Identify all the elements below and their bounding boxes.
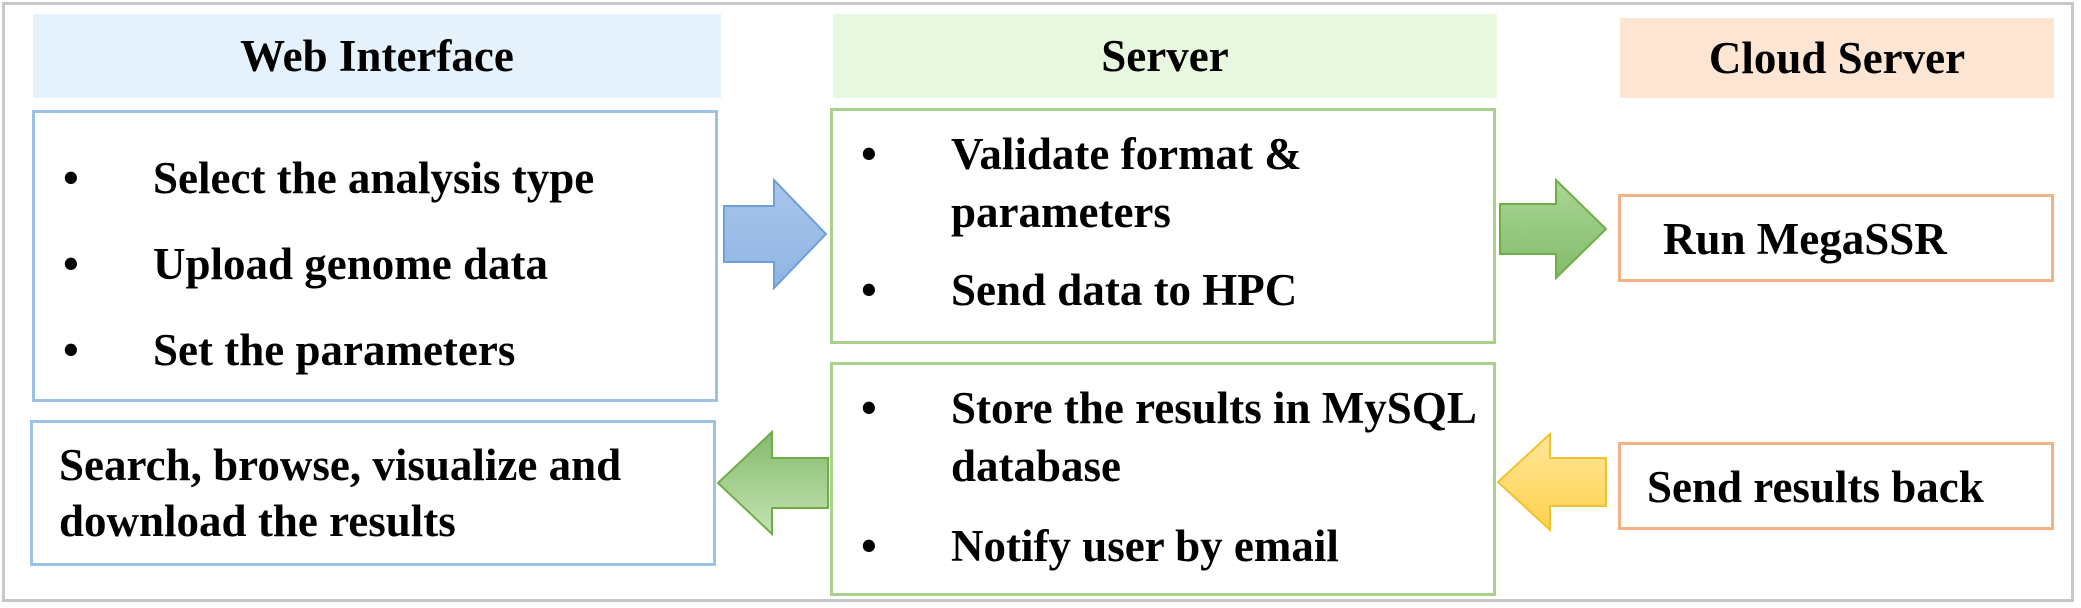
server-step-validate: Validate format & parameters [951, 129, 1302, 237]
server-validate-box: • Validate format & parameters • Send da… [830, 108, 1496, 344]
web-results-text: Search, browse, visualize and download t… [59, 440, 622, 546]
server-step-send-hpc: Send data to HPC [951, 265, 1298, 315]
cloud-send-box: Send results back [1618, 442, 2054, 530]
arrow-right-blue-icon [723, 177, 828, 291]
bullet: • [63, 325, 79, 375]
server-step-store: Store the results in MySQL database [951, 383, 1475, 491]
bullet: • [861, 383, 877, 433]
bullet: • [861, 521, 877, 571]
web-step-select-analysis: Select the analysis type [153, 153, 595, 203]
web-results-box: Search, browse, visualize and download t… [30, 420, 716, 566]
bullet: • [861, 265, 877, 315]
header-web-interface: Web Interface [33, 14, 721, 98]
web-steps-box: • Select the analysis type • Upload geno… [32, 110, 718, 402]
bullet: • [63, 239, 79, 289]
cloud-send-text: Send results back [1647, 462, 1984, 512]
web-step-set-parameters: Set the parameters [153, 325, 516, 375]
bullet: • [63, 153, 79, 203]
arrow-left-green-icon [716, 429, 829, 537]
bullet: • [861, 129, 877, 179]
arrow-right-green-icon [1499, 177, 1608, 281]
server-store-box: • Store the results in MySQL database • … [830, 362, 1496, 596]
cloud-run-box: Run MegaSSR [1618, 194, 2054, 282]
cloud-run-text: Run MegaSSR [1663, 214, 1947, 264]
header-cloud-server: Cloud Server [1620, 18, 2054, 98]
arrow-left-yellow-icon [1496, 431, 1607, 533]
web-step-upload-genome: Upload genome data [153, 239, 549, 289]
header-server: Server [833, 14, 1497, 98]
server-step-notify: Notify user by email [951, 521, 1339, 571]
